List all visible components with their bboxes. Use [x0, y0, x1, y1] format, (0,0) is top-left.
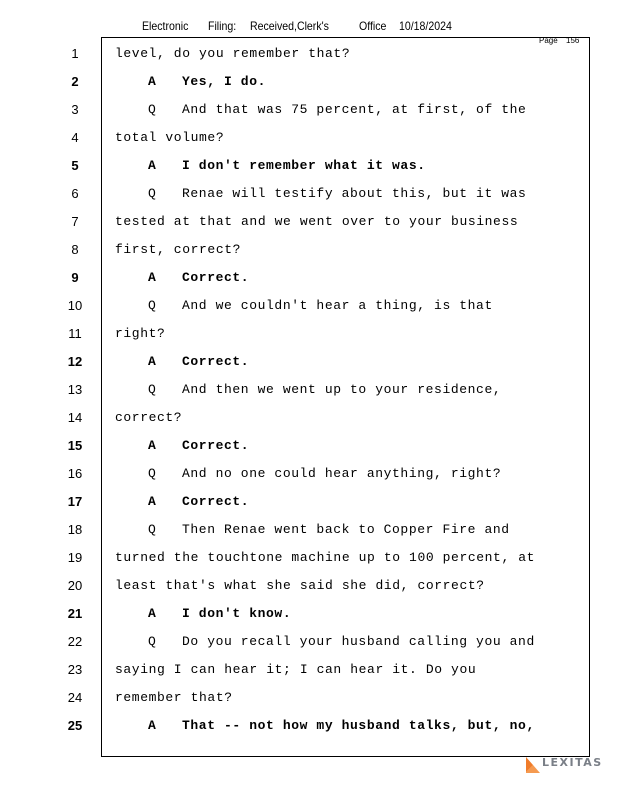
- line-text: And no one could hear anything, right?: [182, 466, 502, 481]
- line-number: 16: [67, 466, 83, 481]
- header-received: Received,Clerk's: [250, 19, 329, 33]
- line-text: right?: [115, 326, 166, 341]
- line-number: 5: [71, 158, 79, 173]
- line-number: 9: [71, 270, 79, 285]
- line-text: Yes, I do.: [182, 74, 267, 89]
- header-date: 10/18/2024: [399, 19, 452, 33]
- speaker-label: A: [148, 270, 157, 285]
- speaker-label: Q: [148, 102, 157, 117]
- header-filing: Filing:: [208, 19, 237, 33]
- line-number: 20: [67, 578, 83, 593]
- speaker-label: Q: [148, 382, 157, 397]
- line-number: 2: [71, 74, 79, 89]
- line-number: 19: [67, 550, 83, 565]
- speaker-label: A: [148, 494, 157, 509]
- line-text: I don't remember what it was.: [182, 158, 426, 173]
- line-number: 15: [67, 438, 83, 453]
- line-number: 7: [71, 214, 79, 229]
- line-text: total volume?: [115, 130, 225, 145]
- line-text: That -- not how my husband talks, but, n…: [182, 718, 535, 733]
- transcript-border: [101, 37, 590, 757]
- line-text: I don't know.: [182, 606, 292, 621]
- speaker-label: A: [148, 438, 157, 453]
- line-number: 4: [71, 130, 79, 145]
- line-text: Then Renae went back to Copper Fire and: [182, 522, 510, 537]
- line-text: least that's what she said she did, corr…: [115, 578, 485, 593]
- speaker-label: A: [148, 74, 157, 89]
- line-number: 14: [67, 410, 83, 425]
- line-number: 3: [71, 102, 79, 117]
- line-number: 12: [67, 354, 83, 369]
- line-number: 13: [67, 382, 83, 397]
- line-text: Do you recall your husband calling you a…: [182, 634, 535, 649]
- line-number: 8: [71, 242, 79, 257]
- line-text: Correct.: [182, 494, 250, 509]
- line-number: 6: [71, 186, 79, 201]
- line-text: And that was 75 percent, at first, of th…: [182, 102, 527, 117]
- speaker-label: A: [148, 354, 157, 369]
- line-text: And then we went up to your residence,: [182, 382, 502, 397]
- line-number: 10: [67, 298, 83, 313]
- lexitas-logo: LEXITAS: [526, 755, 603, 773]
- line-number: 11: [68, 326, 82, 341]
- line-text: correct?: [115, 410, 183, 425]
- page-label: Page: [539, 36, 558, 45]
- line-number: 21: [67, 606, 83, 621]
- lexitas-logo-icon: [526, 757, 540, 773]
- line-number: 24: [67, 690, 83, 705]
- line-text: remember that?: [115, 690, 233, 705]
- line-number: 22: [67, 634, 83, 649]
- line-number: 18: [67, 522, 83, 537]
- line-text: first, correct?: [115, 242, 242, 257]
- line-text: tested at that and we went over to your …: [115, 214, 519, 229]
- line-text: level, do you remember that?: [115, 46, 351, 61]
- line-text: Renae will testify about this, but it wa…: [182, 186, 527, 201]
- speaker-label: Q: [148, 466, 157, 481]
- line-number: 25: [67, 718, 83, 733]
- speaker-label: A: [148, 158, 157, 173]
- line-number: 23: [67, 662, 83, 677]
- line-text: Correct.: [182, 270, 250, 285]
- logo-text: LEXITAS: [542, 755, 603, 769]
- line-text: And we couldn't hear a thing, is that: [182, 298, 493, 313]
- line-text: Correct.: [182, 354, 250, 369]
- line-number: 1: [71, 46, 79, 61]
- speaker-label: Q: [148, 298, 157, 313]
- line-text: saying I can hear it; I can hear it. Do …: [115, 662, 477, 677]
- page-number: 156: [566, 36, 580, 45]
- line-number: 17: [67, 494, 83, 509]
- speaker-label: Q: [148, 522, 157, 537]
- speaker-label: Q: [148, 634, 157, 649]
- header-electronic: Electronic: [142, 19, 189, 33]
- speaker-label: A: [148, 718, 157, 733]
- speaker-label: A: [148, 606, 157, 621]
- speaker-label: Q: [148, 186, 157, 201]
- line-text: turned the touchtone machine up to 100 p…: [115, 550, 536, 565]
- header-office: Office: [359, 19, 387, 33]
- line-text: Correct.: [182, 438, 250, 453]
